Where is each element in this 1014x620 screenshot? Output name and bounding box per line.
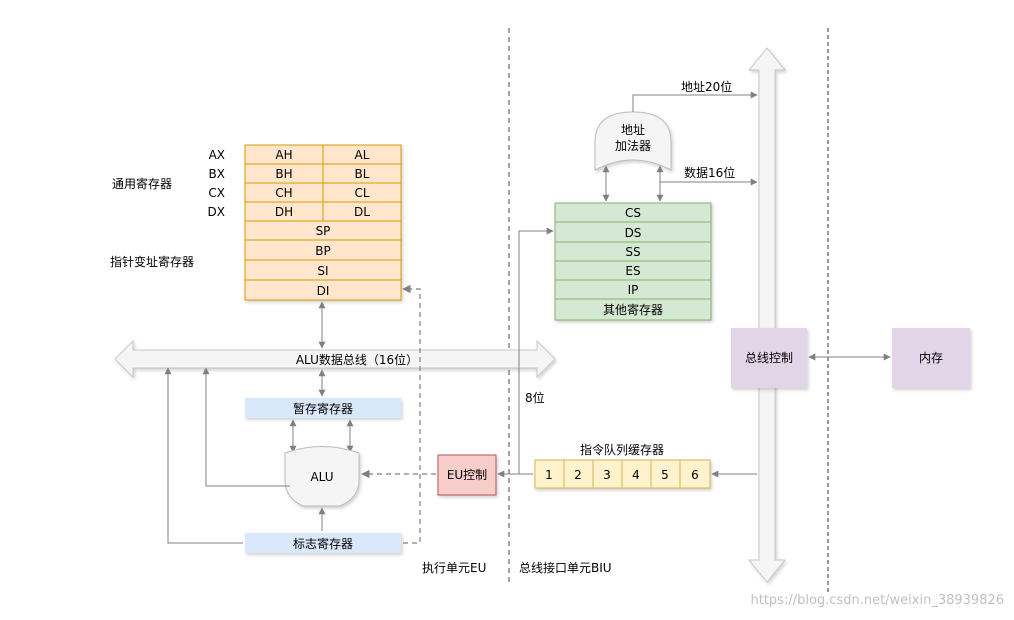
- flag-register: [245, 533, 401, 553]
- address-adder-line1: 地址: [621, 123, 645, 137]
- alu-shape: [284, 446, 360, 507]
- eu-control-box: [437, 454, 497, 496]
- memory-label: 内存: [919, 351, 943, 365]
- queue-slot: [534, 459, 565, 489]
- cs-label: CS: [625, 206, 641, 220]
- data-bus-label: 数据16位: [684, 165, 735, 180]
- address-bus-arrow: [632, 91, 758, 112]
- ip-label: IP: [628, 283, 639, 297]
- alu-data-bus: [114, 339, 556, 379]
- cl-label: CL: [354, 186, 369, 200]
- bl-label: BL: [355, 167, 370, 181]
- queue-slot: [650, 459, 681, 489]
- watermark: https://blog.csdn.net/weixin_38939826: [750, 593, 1004, 608]
- alu-output-arrow: [202, 367, 290, 487]
- temp-register-label: 暂存寄存器: [293, 401, 353, 416]
- flag-register-label: 标志寄存器: [293, 536, 353, 551]
- eu-section-label: 执行单元EU: [422, 561, 486, 575]
- di-label: DI: [317, 284, 330, 298]
- temp-register: [245, 398, 401, 418]
- other-registers: [554, 298, 712, 321]
- bp-label: BP: [315, 244, 330, 258]
- other-registers-label: 其他寄存器: [603, 302, 663, 317]
- ss-label: SS: [625, 245, 640, 259]
- eight-bit-link: [518, 227, 554, 474]
- bus-control-box: [731, 328, 807, 388]
- memory-box: [892, 328, 970, 388]
- bx-label: BX: [209, 167, 225, 181]
- queue-slot-5: 5: [661, 468, 669, 482]
- ah-label: AH: [275, 148, 292, 162]
- ch-label: CH: [275, 186, 292, 200]
- address-adder-shape: [594, 111, 672, 171]
- bus-control-label: 总线控制: [745, 351, 793, 365]
- cx-label: CX: [208, 186, 225, 200]
- general-registers: [244, 144, 402, 301]
- si-label: SI: [317, 264, 328, 278]
- eight-bit-label: 8位: [525, 390, 545, 405]
- ds-label: DS: [625, 226, 642, 240]
- es-label: ES: [625, 264, 640, 278]
- al-label: AL: [355, 148, 370, 162]
- queue-slot: [621, 459, 652, 489]
- queue-slot: [679, 459, 711, 489]
- sp-label: SP: [316, 224, 331, 238]
- ax-label: AX: [209, 148, 225, 162]
- flag-bus-arrow: [164, 367, 243, 544]
- queue-slot-4: 4: [632, 468, 640, 482]
- queue-slot-3: 3: [603, 468, 611, 482]
- dh-label: DH: [275, 205, 293, 219]
- segment-registers: [554, 202, 712, 321]
- address-bus-label: 地址20位: [681, 79, 732, 94]
- data-bus-arrow: [659, 166, 758, 186]
- biu-section-label: 总线接口单元BIU: [519, 560, 612, 575]
- bh-label: BH: [275, 167, 292, 181]
- pointer-registers-label: 指针变址寄存器: [110, 254, 194, 269]
- alu-bus-label: ALU数据总线（16位）: [296, 352, 418, 367]
- queue-slot-1: 1: [545, 468, 553, 482]
- queue-slot-2: 2: [574, 468, 582, 482]
- general-registers-label: 通用寄存器: [112, 176, 172, 191]
- eu-register-control-line: [402, 284, 421, 544]
- dx-label: DX: [208, 205, 225, 219]
- dl-label: DL: [354, 205, 370, 219]
- instruction-queue-label: 指令队列缓存器: [580, 442, 664, 457]
- alu-label: ALU: [310, 470, 333, 484]
- address-adder-line2: 加法器: [615, 139, 651, 153]
- instruction-queue: [534, 459, 711, 489]
- eu-control-label: EU控制: [447, 468, 487, 482]
- di-register: [244, 279, 402, 301]
- system-bus: [747, 47, 787, 583]
- queue-slot-6: 6: [691, 468, 699, 482]
